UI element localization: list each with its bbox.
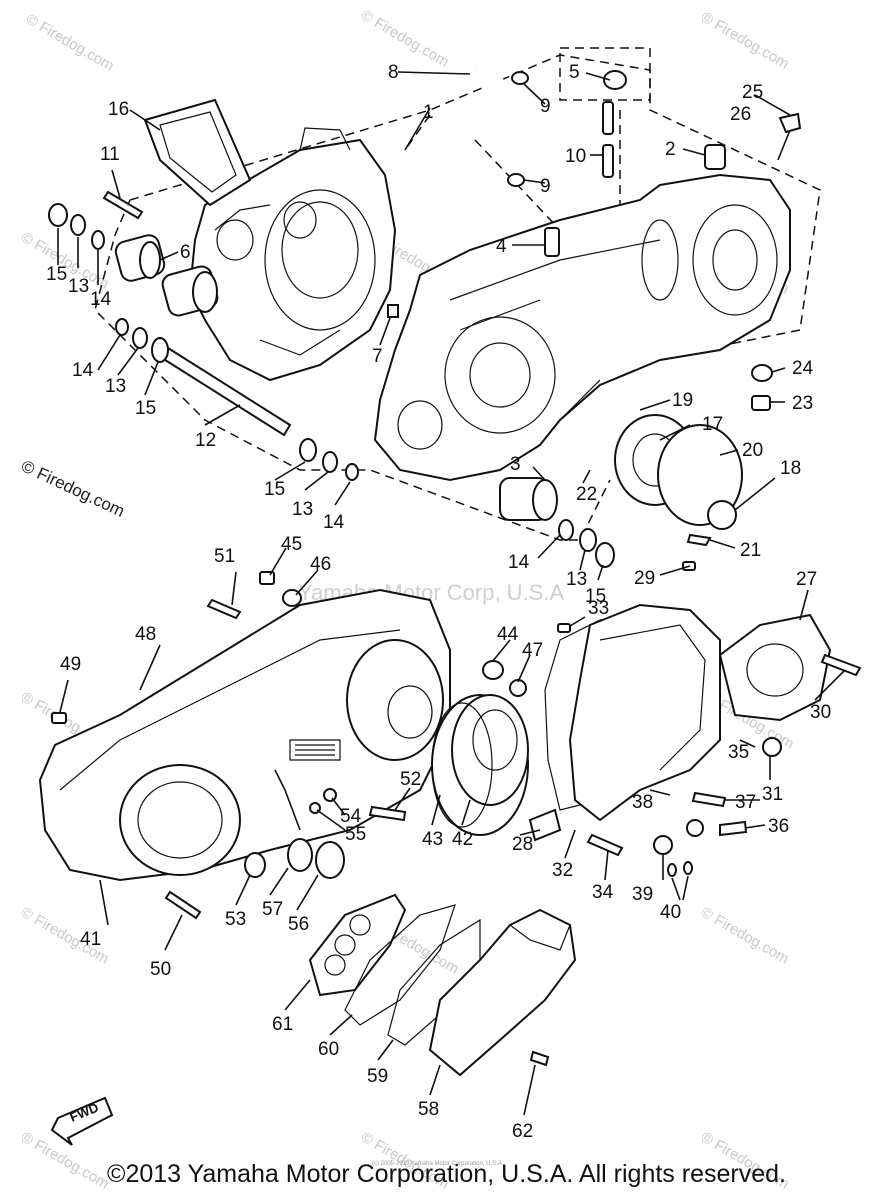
callout-numbers: 1 2 3 4 5 6 7 8 9 9 10 11 12 13 13 13 13… [46, 62, 831, 1142]
bolts-lower [51, 561, 862, 1067]
callout-2: 2 [665, 139, 676, 160]
callout-5: 5 [569, 62, 580, 83]
callout-57: 57 [262, 899, 283, 920]
callout-27: 27 [796, 569, 817, 590]
right-cover-32 [568, 603, 721, 822]
callout-11: 11 [100, 144, 120, 165]
callout-13b: 13 [105, 376, 126, 397]
callout-14c: 14 [323, 512, 345, 533]
callout-14b: 14 [72, 360, 94, 381]
callout-3: 3 [510, 454, 521, 475]
small-parts-top [507, 70, 802, 257]
callout-19: 19 [672, 390, 693, 411]
callout-49: 49 [60, 654, 81, 675]
leader-lines [57, 71, 846, 1116]
callout-12: 12 [195, 430, 216, 451]
fine-print: (c) 2005-2013 Yamaha Motor Corporation, … [372, 1161, 504, 1167]
callout-55: 55 [345, 824, 366, 845]
callout-22: 22 [576, 484, 597, 505]
callout-51: 51 [214, 546, 235, 567]
bearings-right [499, 364, 773, 568]
breather-hose-8 [473, 63, 523, 181]
callout-28: 28 [512, 834, 533, 855]
callout-42: 42 [452, 829, 473, 850]
callout-21: 21 [740, 540, 761, 561]
callout-18: 18 [780, 458, 801, 479]
callout-54: 54 [340, 806, 362, 827]
callout-44: 44 [497, 624, 519, 645]
callout-20: 20 [742, 440, 763, 461]
bearings-left [48, 190, 399, 481]
callout-60: 60 [318, 1039, 339, 1060]
callout-61: 61 [272, 1014, 293, 1035]
callout-48: 48 [135, 624, 156, 645]
cover-plate-27 [718, 613, 832, 722]
gasket-part-16 [143, 98, 252, 207]
callout-53: 53 [225, 909, 246, 930]
callout-31: 31 [762, 784, 783, 805]
watermark-left: © Firedog.com [18, 456, 127, 520]
callout-36: 36 [768, 816, 789, 837]
air-intake-assembly [308, 893, 577, 1077]
callout-15b: 15 [135, 398, 156, 419]
callout-13c: 13 [292, 499, 313, 520]
callout-41: 41 [80, 929, 101, 950]
callout-15: 15 [46, 264, 67, 285]
callout-16: 16 [108, 99, 129, 120]
callout-9b: 9 [540, 176, 551, 197]
callout-38: 38 [632, 792, 653, 813]
callout-30: 30 [810, 702, 831, 723]
callout-62: 62 [512, 1121, 533, 1142]
callout-7: 7 [372, 346, 383, 367]
callout-6: 6 [180, 242, 191, 263]
callout-4: 4 [496, 236, 507, 257]
callout-58: 58 [418, 1099, 439, 1120]
callout-47: 47 [522, 640, 543, 661]
right-crankcase-half [373, 173, 791, 482]
copyright-notice: ©2013 Yamaha Motor Corporation, U.S.A. A… [107, 1160, 786, 1188]
callout-33: 33 [588, 598, 609, 619]
clutch-cover-42 [431, 694, 529, 836]
watermark: © Firedog.com [23, 11, 117, 75]
callout-15c: 15 [264, 479, 285, 500]
callout-43: 43 [422, 829, 443, 850]
callout-9: 9 [540, 96, 551, 117]
tube-part-10 [602, 101, 614, 178]
callout-29: 29 [634, 568, 655, 589]
callout-13d: 13 [566, 569, 587, 590]
callout-17: 17 [702, 414, 723, 435]
callout-23: 23 [792, 393, 813, 414]
callout-15d: 15 [585, 586, 606, 607]
callout-26: 26 [730, 104, 751, 125]
callout-14d: 14 [508, 552, 530, 573]
callout-56: 56 [288, 914, 309, 935]
callout-32: 32 [552, 860, 573, 881]
callout-59: 59 [367, 1066, 388, 1087]
watermark: © Firedog.com [698, 9, 792, 73]
watermark: © Firedog.com [698, 904, 792, 968]
callout-13: 13 [68, 276, 89, 297]
fwd-direction-arrow: FWD [50, 1096, 114, 1146]
callout-46: 46 [310, 554, 331, 575]
callout-14: 14 [90, 289, 112, 310]
left-crankcase-half [188, 127, 397, 382]
callout-35: 35 [728, 742, 749, 763]
callout-24: 24 [792, 358, 814, 379]
callout-52: 52 [400, 769, 421, 790]
crankcase-cover-left [38, 588, 451, 882]
callout-1: 1 [423, 102, 434, 123]
callout-34: 34 [592, 882, 614, 903]
callout-50: 50 [150, 959, 171, 980]
callout-39: 39 [632, 884, 653, 905]
callout-45: 45 [281, 534, 302, 555]
callout-25: 25 [742, 82, 763, 103]
watermark: © Firedog.com [358, 7, 452, 71]
callout-10: 10 [565, 146, 586, 167]
callout-8: 8 [388, 62, 399, 83]
callout-40: 40 [660, 902, 681, 923]
callout-37: 37 [735, 792, 756, 813]
